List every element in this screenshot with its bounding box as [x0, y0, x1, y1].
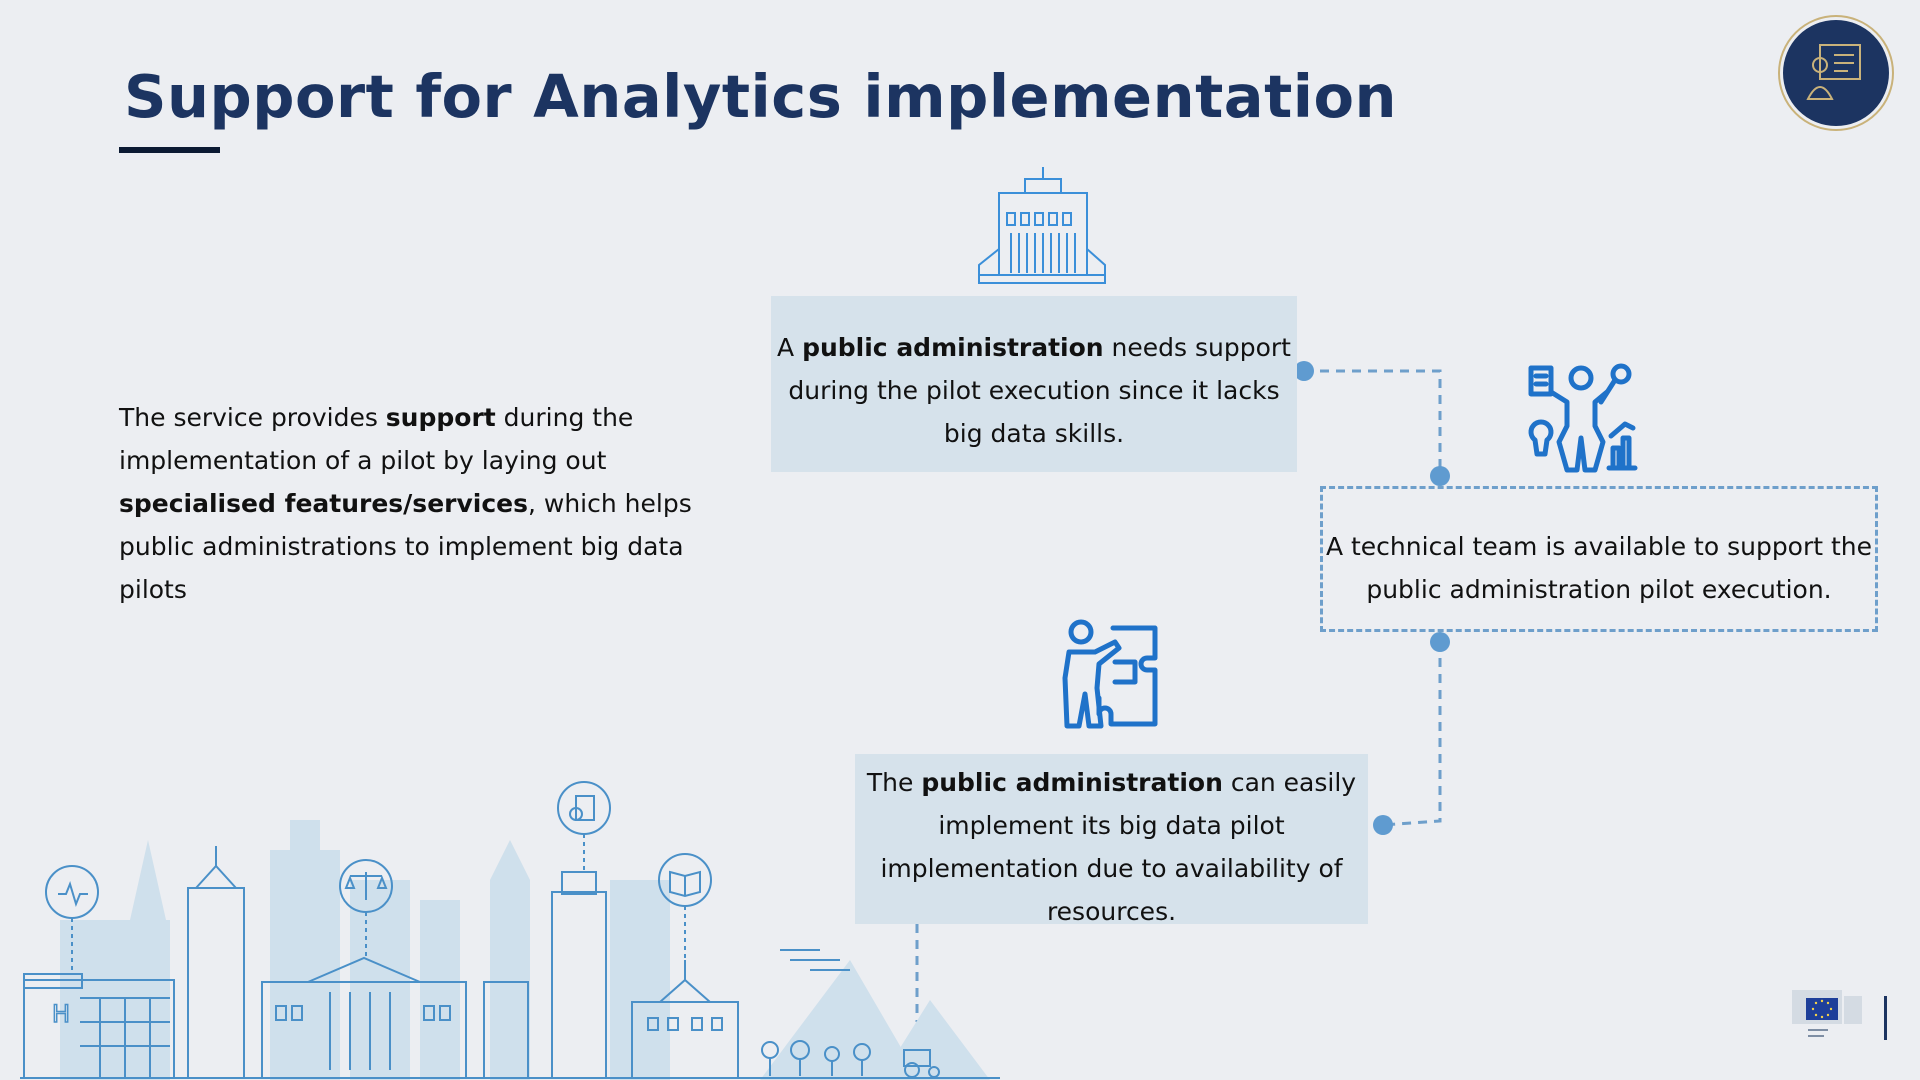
intro-text-3: , which helps public administrations to …: [119, 489, 692, 604]
government-building-icon: [978, 167, 1106, 284]
step3-text-bold: public administration: [921, 768, 1223, 797]
step1-text-pre: A: [777, 333, 803, 362]
connector-dot: [1430, 632, 1450, 652]
person-puzzle-icon: [1062, 619, 1158, 729]
step3-text-pre: The: [866, 768, 922, 797]
intro-bold-features: specialised features/services: [119, 489, 528, 518]
step-card-technical-team: A technical team is available to support…: [1320, 486, 1878, 632]
document-search-icon: [557, 781, 611, 835]
intro-paragraph: The service provides support during the …: [119, 396, 699, 611]
footer-divider: [1884, 996, 1887, 1040]
page-title: Support for Analytics implementation: [124, 62, 1398, 131]
step-card-need: A public administration needs support du…: [771, 296, 1297, 472]
step-card-result: The public administration can easily imp…: [855, 754, 1368, 926]
intro-bold-support: support: [385, 403, 496, 432]
title-underline: [119, 147, 220, 153]
svg-text:H: H: [52, 1000, 70, 1028]
step1-text-bold: public administration: [802, 333, 1104, 362]
technical-team-icon: [1528, 363, 1638, 473]
connector-dot: [1294, 361, 1314, 381]
presenter-badge-icon: [1778, 15, 1894, 131]
city-skyline-illustration: H: [20, 781, 1000, 1080]
european-commission-logo: [1792, 990, 1862, 1037]
intro-text-1: The service provides: [119, 403, 386, 432]
intro-text-2: during the implementation of a pilot by …: [119, 403, 634, 475]
step2-text: A technical team is available to support…: [1325, 532, 1873, 604]
step1-text-post: needs support during the pilot execution…: [788, 333, 1291, 448]
connector-dot: [1373, 815, 1393, 835]
step3-text-post: can easily implement its big data pilot …: [880, 768, 1357, 926]
connector-dot: [1430, 466, 1450, 486]
